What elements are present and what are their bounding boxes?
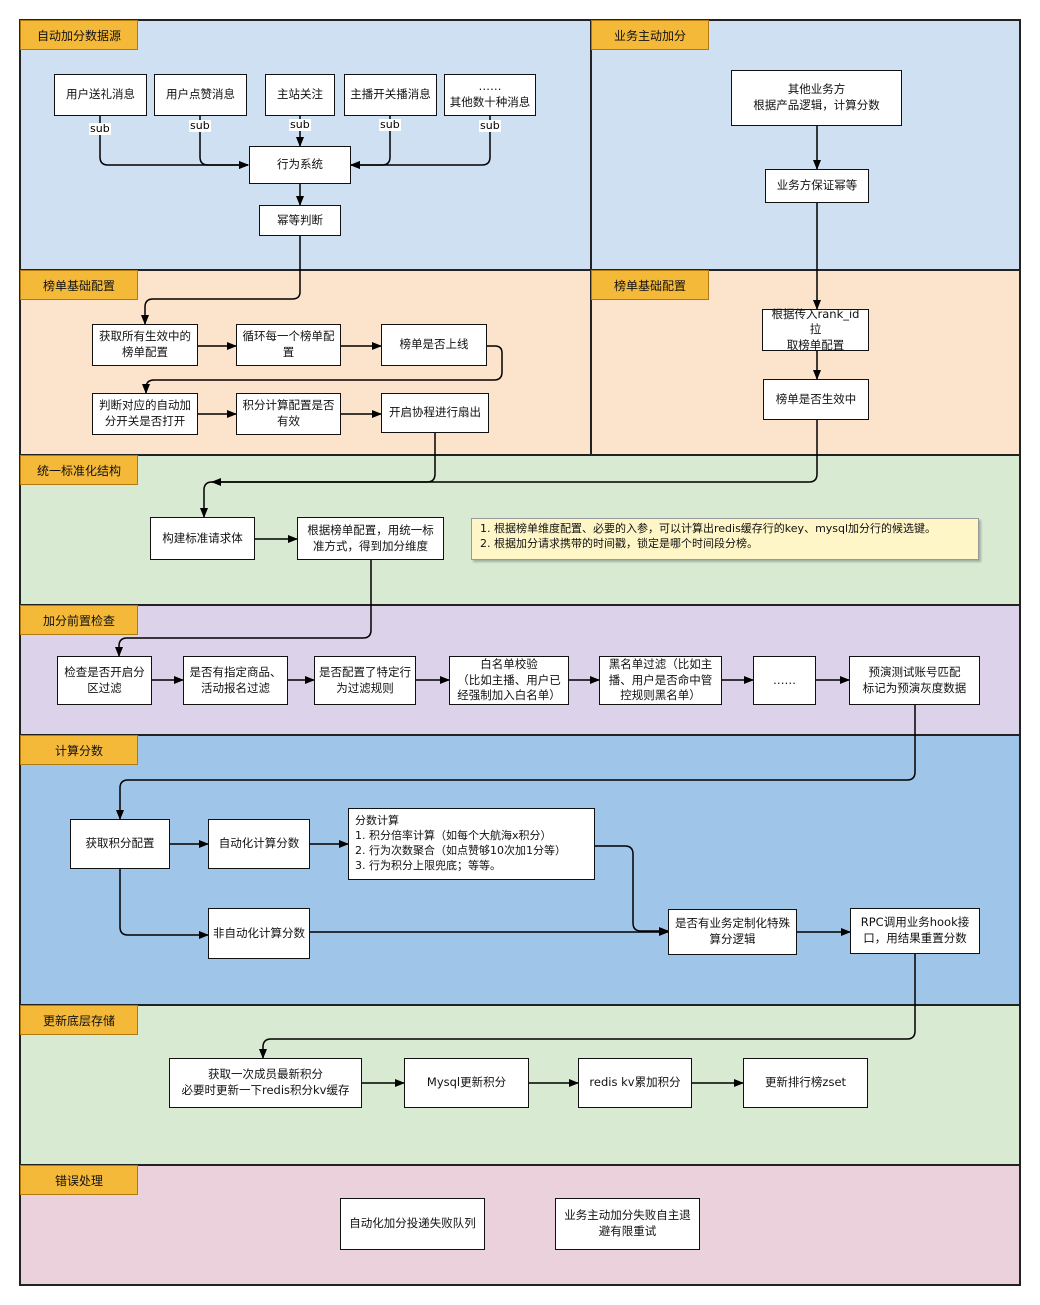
pull-rank-config[interactable]: 根据传入rank_id拉 取榜单配置	[762, 307, 869, 352]
sub-label-live: sub	[379, 118, 401, 131]
score-config-valid-check[interactable]: 积分计算配置是否 有效	[236, 393, 341, 435]
build-standard-request[interactable]: 构建标准请求体	[150, 517, 255, 560]
custom-score-logic-check[interactable]: 是否有业务定制化特殊 算分逻辑	[668, 909, 797, 955]
business-score-retry[interactable]: 业务主动加分失败自主退 避有限重试	[555, 1198, 700, 1250]
lane-tag-error: 错误处理	[20, 1165, 138, 1195]
source-gift-message[interactable]: 用户送礼消息	[54, 74, 147, 116]
score-calculation-detail[interactable]: 分数计算 1. 积分倍率计算（如每个大航海x积分） 2. 行为次数聚合（如点赞够…	[348, 808, 595, 880]
lane-error	[19, 1164, 1021, 1286]
get-active-rank-configs[interactable]: 获取所有生效中的 榜单配置	[92, 324, 198, 366]
auto-score-switch-check[interactable]: 判断对应的自动加 分开关是否打开	[92, 393, 198, 435]
lane-tag-auto-source: 自动加分数据源	[20, 20, 138, 50]
lane-tag-biz-active: 业务主动加分	[591, 20, 709, 50]
lane-biz-active	[590, 19, 1021, 271]
partition-filter-check[interactable]: 检查是否开启分 区过滤	[57, 656, 152, 705]
behavior-filter-rules[interactable]: 是否配置了特定行 为过滤规则	[314, 656, 416, 705]
behavior-system[interactable]: 行为系统	[249, 146, 351, 184]
idempotent-check[interactable]: 幂等判断	[259, 205, 341, 236]
auto-score-failure-queue[interactable]: 自动化加分投递失败队列	[340, 1198, 485, 1250]
whitelist-check[interactable]: 白名单校验 （比如主播、用户已 经强制加入白名单）	[449, 656, 569, 705]
source-follow-message[interactable]: 主站关注	[265, 74, 335, 116]
lane-tag-rank-config-left: 榜单基础配置	[20, 270, 138, 300]
preview-test-account[interactable]: 预演测试账号匹配 标记为预演灰度数据	[849, 656, 980, 705]
business-idempotent[interactable]: 业务方保证幂等	[765, 169, 869, 203]
more-checks[interactable]: ……	[753, 656, 816, 705]
lane-tag-compute: 计算分数	[20, 735, 138, 765]
other-business-party[interactable]: 其他业务方 根据产品逻辑，计算分数	[731, 70, 902, 126]
lane-tag-rank-config-right: 榜单基础配置	[591, 270, 709, 300]
sub-label-gift: sub	[89, 122, 111, 135]
goods-activity-filter[interactable]: 是否有指定商品、 活动报名过滤	[183, 656, 288, 705]
score-dimension[interactable]: 根据榜单配置，用统一标 准方式，得到加分维度	[297, 517, 444, 560]
rank-active-check[interactable]: 榜单是否生效中	[763, 379, 869, 420]
redis-kv-add-score[interactable]: redis kv累加积分	[578, 1058, 692, 1108]
manual-compute-score[interactable]: 非自动化计算分数	[208, 908, 310, 959]
sub-label-others: sub	[479, 119, 501, 132]
get-score-config[interactable]: 获取积分配置	[70, 819, 170, 869]
update-rank-zset[interactable]: 更新排行榜zset	[743, 1058, 868, 1108]
get-latest-member-score[interactable]: 获取一次成员最新积分 必要时更新一下redis积分kv缓存	[169, 1058, 362, 1108]
rpc-business-hook[interactable]: RPC调用业务hook接 口，用结果重置分数	[850, 908, 980, 954]
mysql-update-score[interactable]: Mysql更新积分	[404, 1058, 529, 1108]
source-other-messages[interactable]: …… 其他数十种消息	[444, 74, 536, 116]
rank-online-check[interactable]: 榜单是否上线	[381, 324, 487, 366]
lane-tag-precheck: 加分前置检查	[20, 605, 138, 635]
sub-label-like: sub	[189, 119, 211, 132]
sub-label-follow: sub	[289, 118, 311, 131]
normalize-note: 1. 根据榜单维度配置、必要的入参，可以计算出redis缓存行的key、mysq…	[471, 518, 979, 560]
auto-compute-score[interactable]: 自动化计算分数	[208, 819, 310, 869]
source-live-message[interactable]: 主播开关播消息	[344, 74, 437, 116]
blacklist-filter[interactable]: 黑名单过滤（比如主 播、用户是否命中管 控规则黑名单）	[599, 656, 722, 705]
lane-rank-config-right	[590, 269, 1021, 456]
coroutine-fanout[interactable]: 开启协程进行扇出	[381, 393, 489, 433]
lane-tag-storage: 更新底层存储	[20, 1005, 138, 1035]
lane-tag-normalize: 统一标准化结构	[20, 455, 138, 485]
loop-rank-configs[interactable]: 循环每一个榜单配 置	[236, 324, 341, 366]
source-like-message[interactable]: 用户点赞消息	[154, 74, 247, 116]
